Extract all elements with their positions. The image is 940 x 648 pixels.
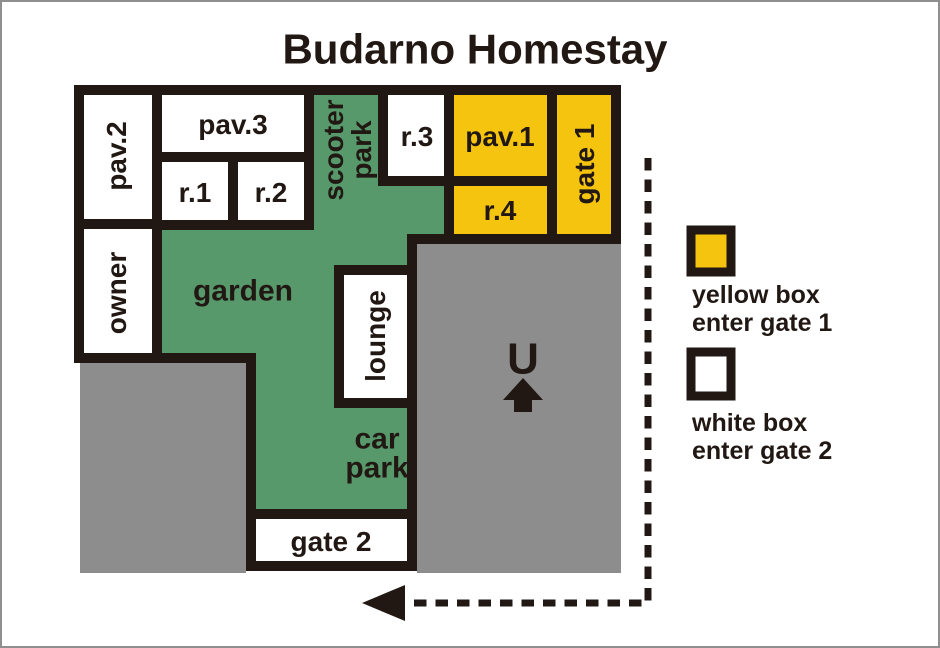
- room-lounge-box: [334, 265, 417, 408]
- route-arrow-icon: [362, 585, 405, 621]
- label-scooter-park-line1: scooter: [318, 99, 349, 200]
- label-gate2: gate 2: [291, 526, 372, 557]
- legend-white-line2: enter gate 2: [692, 437, 832, 465]
- label-r4: r.4: [484, 195, 517, 226]
- label-owner: owner: [101, 252, 132, 335]
- gate1-box: [547, 85, 621, 244]
- route-dashed-path: [404, 158, 652, 607]
- legend-yellow-line1: yellow box: [692, 281, 820, 309]
- room-r1-box: [152, 152, 238, 230]
- label-scooter-park-line2: park: [346, 120, 377, 180]
- street-area-left: [80, 363, 246, 573]
- label-gate1: gate 1: [569, 124, 600, 205]
- room-r3-box: [378, 85, 454, 186]
- label-car-park-line1: car: [354, 423, 399, 456]
- north-arrow-icon: [503, 378, 543, 412]
- room-r2-box: [228, 152, 314, 230]
- legend-yellow-swatch: [686, 225, 736, 277]
- legend-white-line1: white box: [691, 409, 807, 437]
- label-scooter-park: scooter park: [318, 99, 377, 200]
- legend-white-swatch: [686, 347, 736, 401]
- label-lounge: lounge: [360, 290, 391, 382]
- label-pav1: pav.1: [465, 121, 535, 152]
- gate2-box: [246, 509, 417, 571]
- label-car-park-line2: park: [345, 452, 409, 485]
- label-pav2: pav.2: [101, 121, 132, 191]
- label-pav3: pav.3: [198, 109, 268, 140]
- label-r1: r.1: [179, 177, 212, 208]
- label-garden: garden: [193, 275, 293, 308]
- label-r2: r.2: [255, 177, 288, 208]
- room-owner-box: [74, 219, 162, 363]
- legend-yellow-line2: enter gate 1: [692, 309, 832, 337]
- north-indicator-label: U: [507, 334, 539, 383]
- label-r3: r.3: [401, 121, 434, 152]
- page-title: Budarno Homestay: [282, 26, 668, 73]
